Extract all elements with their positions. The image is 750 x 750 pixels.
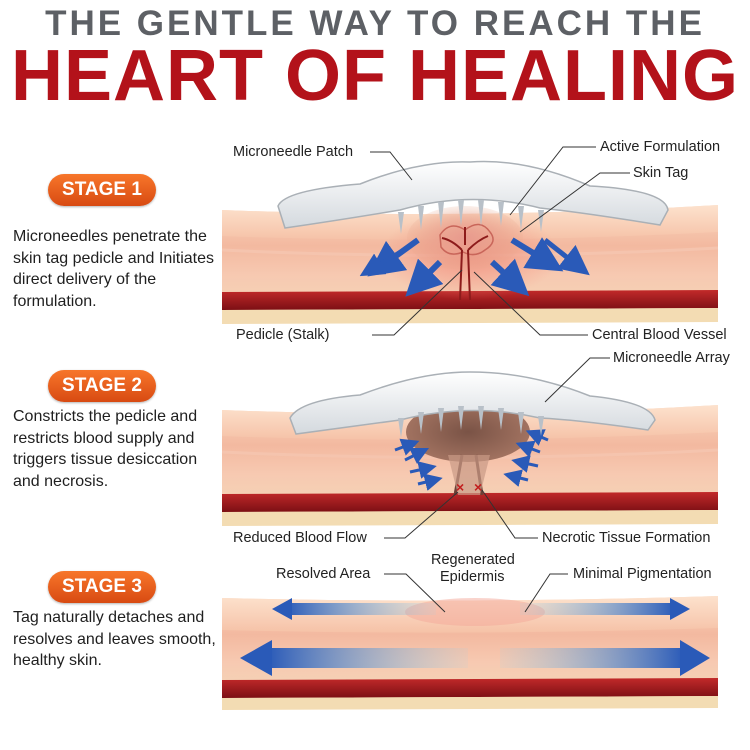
headline-top: THE GENTLE WAY TO REACH THE [45,4,705,43]
stage1-patch [277,160,669,234]
stage1-badge: STAGE 1 [48,174,156,206]
callout-regenerated-line2: Epidermis [440,569,505,585]
callout-regenerated-line1: Regenerated [431,552,515,568]
stage3-description: Tag naturally detaches and resolves and … [13,609,216,669]
leader-lines [370,146,630,613]
stage1-skin-block [221,205,719,324]
callout-reduced-blood-flow: Reduced Blood Flow [233,530,367,546]
callout-microneedle-array: Microneedle Array [613,350,730,366]
headline-main: HEART OF HEALING [11,36,739,116]
stage3-badge: STAGE 3 [48,571,156,603]
stage3-skin-block [222,596,718,710]
callout-active-formulation: Active Formulation [600,139,721,155]
stage1-description: Microneedles penetrate the skin tag pedi… [13,228,215,310]
callout-central-blood-vessel: Central Blood Vessel [592,327,727,343]
stage2-badge: STAGE 2 [48,370,156,402]
stage2-patch [289,371,656,438]
svg-text:×: × [456,479,464,495]
callout-necrotic-tissue: Necrotic Tissue Formation [542,530,711,546]
callout-microneedle-patch: Microneedle Patch [233,144,354,160]
callout-pedicle: Pedicle (Stalk) [236,327,330,343]
svg-text:×: × [474,479,482,495]
stage2-description: Constricts the pedicle and restricts blo… [13,408,198,490]
callout-minimal-pigmentation: Minimal Pigmentation [573,566,712,582]
callout-resolved-area: Resolved Area [276,566,371,582]
callout-skin-tag: Skin Tag [633,165,689,181]
